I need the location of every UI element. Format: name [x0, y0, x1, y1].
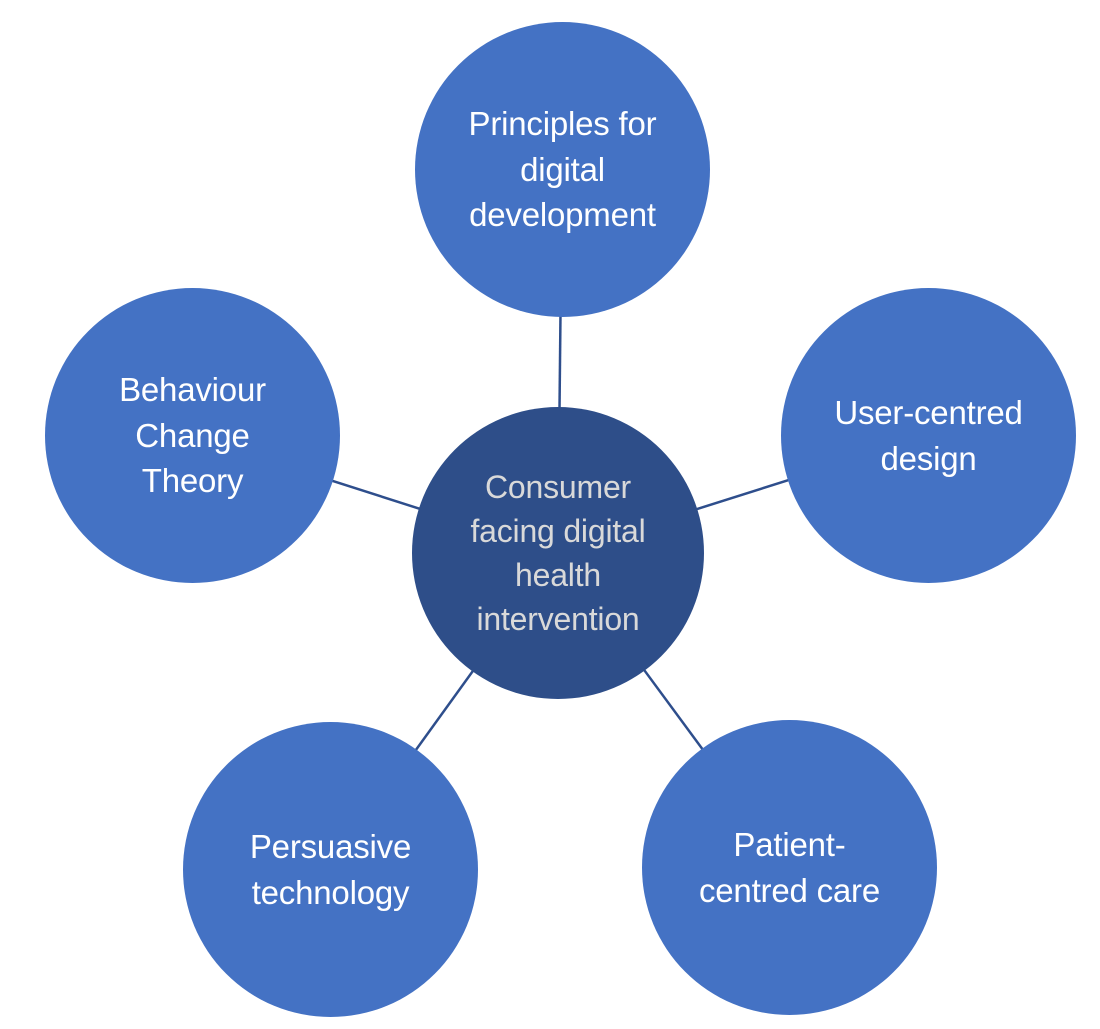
- node-label: User-centred design: [834, 393, 1023, 477]
- node-label: Behaviour Change Theory: [119, 371, 266, 500]
- node-label: Patient- centred care: [698, 825, 881, 909]
- node-behaviour-change-theory: Behaviour Change Theory: [45, 288, 340, 583]
- node-user-centred-design: User-centred design: [781, 288, 1076, 583]
- node-label: Persuasive technology: [249, 827, 412, 911]
- node-persuasive-technology: Persuasive technology: [183, 722, 478, 1017]
- node-principles-for-digital-development: Principles for digital development: [415, 22, 710, 317]
- node-patient-centred-care: Patient- centred care: [642, 720, 937, 1015]
- node-label: Principles for digital development: [468, 105, 657, 234]
- hub-consumer-facing-digital-health-intervention: Consumer facing digital health intervent…: [412, 407, 704, 699]
- hub-label: Consumer facing digital health intervent…: [470, 468, 646, 638]
